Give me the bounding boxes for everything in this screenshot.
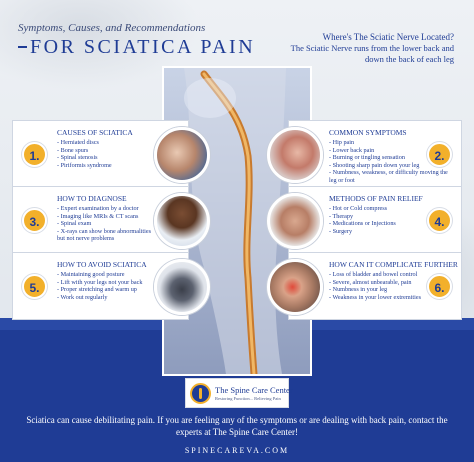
footer-message: Sciatica can cause debilitating pain. If…	[26, 415, 448, 437]
leg-silhouette	[184, 68, 286, 374]
section-avoid: 5. HOW TO AVOID SCIATICA - Maintaining g…	[12, 252, 210, 320]
list-item: - Lift with your legs not your back	[57, 278, 143, 286]
list-item: - Hot or Cold compress	[329, 205, 388, 212]
logo-name: The Spine Care Center	[215, 385, 293, 395]
section-number: 6.	[427, 274, 452, 299]
website-link[interactable]: SPINECAREVA.COM	[184, 446, 290, 455]
list-item: - Maintaining good posture	[57, 271, 125, 278]
spine-logo-icon	[190, 383, 211, 404]
page-subtitle: Symptoms, Causes, and Recommendations	[18, 22, 206, 34]
sciatic-nerve-highlight	[202, 72, 256, 374]
list-item: - Burning or tingling sensation	[329, 154, 405, 162]
list-item: - Hip pain	[329, 139, 355, 146]
section-pain-relief: 4. METHODS OF PAIN RELIEF - Hot or Cold …	[267, 186, 462, 254]
leg-pain-photo	[267, 259, 323, 315]
nerve-location-text: The Sciatic Nerve runs from the lower ba…	[290, 43, 454, 64]
list-item: - Shooting sharp pain down your leg	[329, 161, 420, 169]
hip-highlight	[184, 78, 236, 118]
list-item: - Bone spurs	[57, 146, 89, 154]
list-item: - Lower back pain	[329, 146, 375, 154]
therapy-photo	[267, 193, 323, 249]
doctor-photo	[154, 193, 210, 249]
list-item: - Spinal stenosis	[57, 154, 98, 162]
spine-care-center-logo: The Spine Care Center Restoring Function…	[185, 378, 293, 408]
section-title: HOW CAN IT COMPLICATE FURTHER	[329, 260, 458, 269]
section-title: HOW TO AVOID SCIATICA	[57, 260, 147, 269]
section-symptoms: 2. COMMON SYMPTOMS - Hip pain - Lower ba…	[267, 120, 462, 188]
posture-photo	[154, 259, 210, 315]
nerve-location-title: Where's The Sciatic Nerve Located?	[322, 32, 454, 42]
page-title: FOR SCIATICA PAIN	[30, 36, 256, 58]
sciatic-nerve-illustration	[184, 68, 286, 374]
list-item: - Expert examination by a doctor	[57, 205, 139, 212]
list-item: - Spinal exam	[57, 220, 92, 228]
section-number: 5.	[22, 274, 47, 299]
section-number: 3.	[22, 208, 47, 233]
section-number: 4.	[427, 208, 452, 233]
list-item: - Weakness in your lower extremities	[329, 293, 422, 301]
section-number: 2.	[427, 142, 452, 167]
list-item: - Severe, almost unbearable, pain	[329, 278, 412, 286]
list-item: - Imaging like MRIs & CT scans	[57, 212, 139, 220]
list-item: - Herniated discs	[57, 139, 99, 146]
list-item: - Medications or Injections	[329, 220, 396, 228]
hip-pain-photo	[267, 127, 323, 183]
list-item: - Piriformis syndrome	[57, 161, 112, 169]
list-item: - Loss of bladder and bowel control	[329, 271, 418, 278]
list-item: - X-rays can show bone abnormalities but…	[57, 227, 151, 243]
section-complications: 6. HOW CAN IT COMPLICATE FURTHER - Loss …	[267, 252, 462, 320]
section-causes: 1. CAUSES OF SCIATICA - Herniated discs …	[12, 120, 210, 188]
section-title: COMMON SYMPTOMS	[329, 128, 407, 137]
logo-tagline: Restoring Function... Relieving Pain	[215, 396, 281, 401]
back-pain-photo	[154, 127, 210, 183]
list-item: - Work out regularly	[57, 293, 108, 301]
section-title: CAUSES OF SCIATICA	[57, 128, 133, 137]
title-rule	[18, 46, 27, 48]
section-title: METHODS OF PAIN RELIEF	[329, 194, 423, 203]
list-item: - Numbness in your leg	[329, 286, 388, 294]
list-item: - Numbness, weakness, or difficulty movi…	[329, 169, 448, 184]
section-number: 1.	[22, 142, 47, 167]
list-item: - Proper stretching and warm up	[57, 286, 137, 294]
section-diagnose: 3. HOW TO DIAGNOSE - Expert examination …	[12, 186, 210, 254]
section-title: HOW TO DIAGNOSE	[57, 194, 127, 203]
list-item: - Therapy	[329, 212, 354, 220]
list-item: - Surgery	[329, 227, 353, 235]
